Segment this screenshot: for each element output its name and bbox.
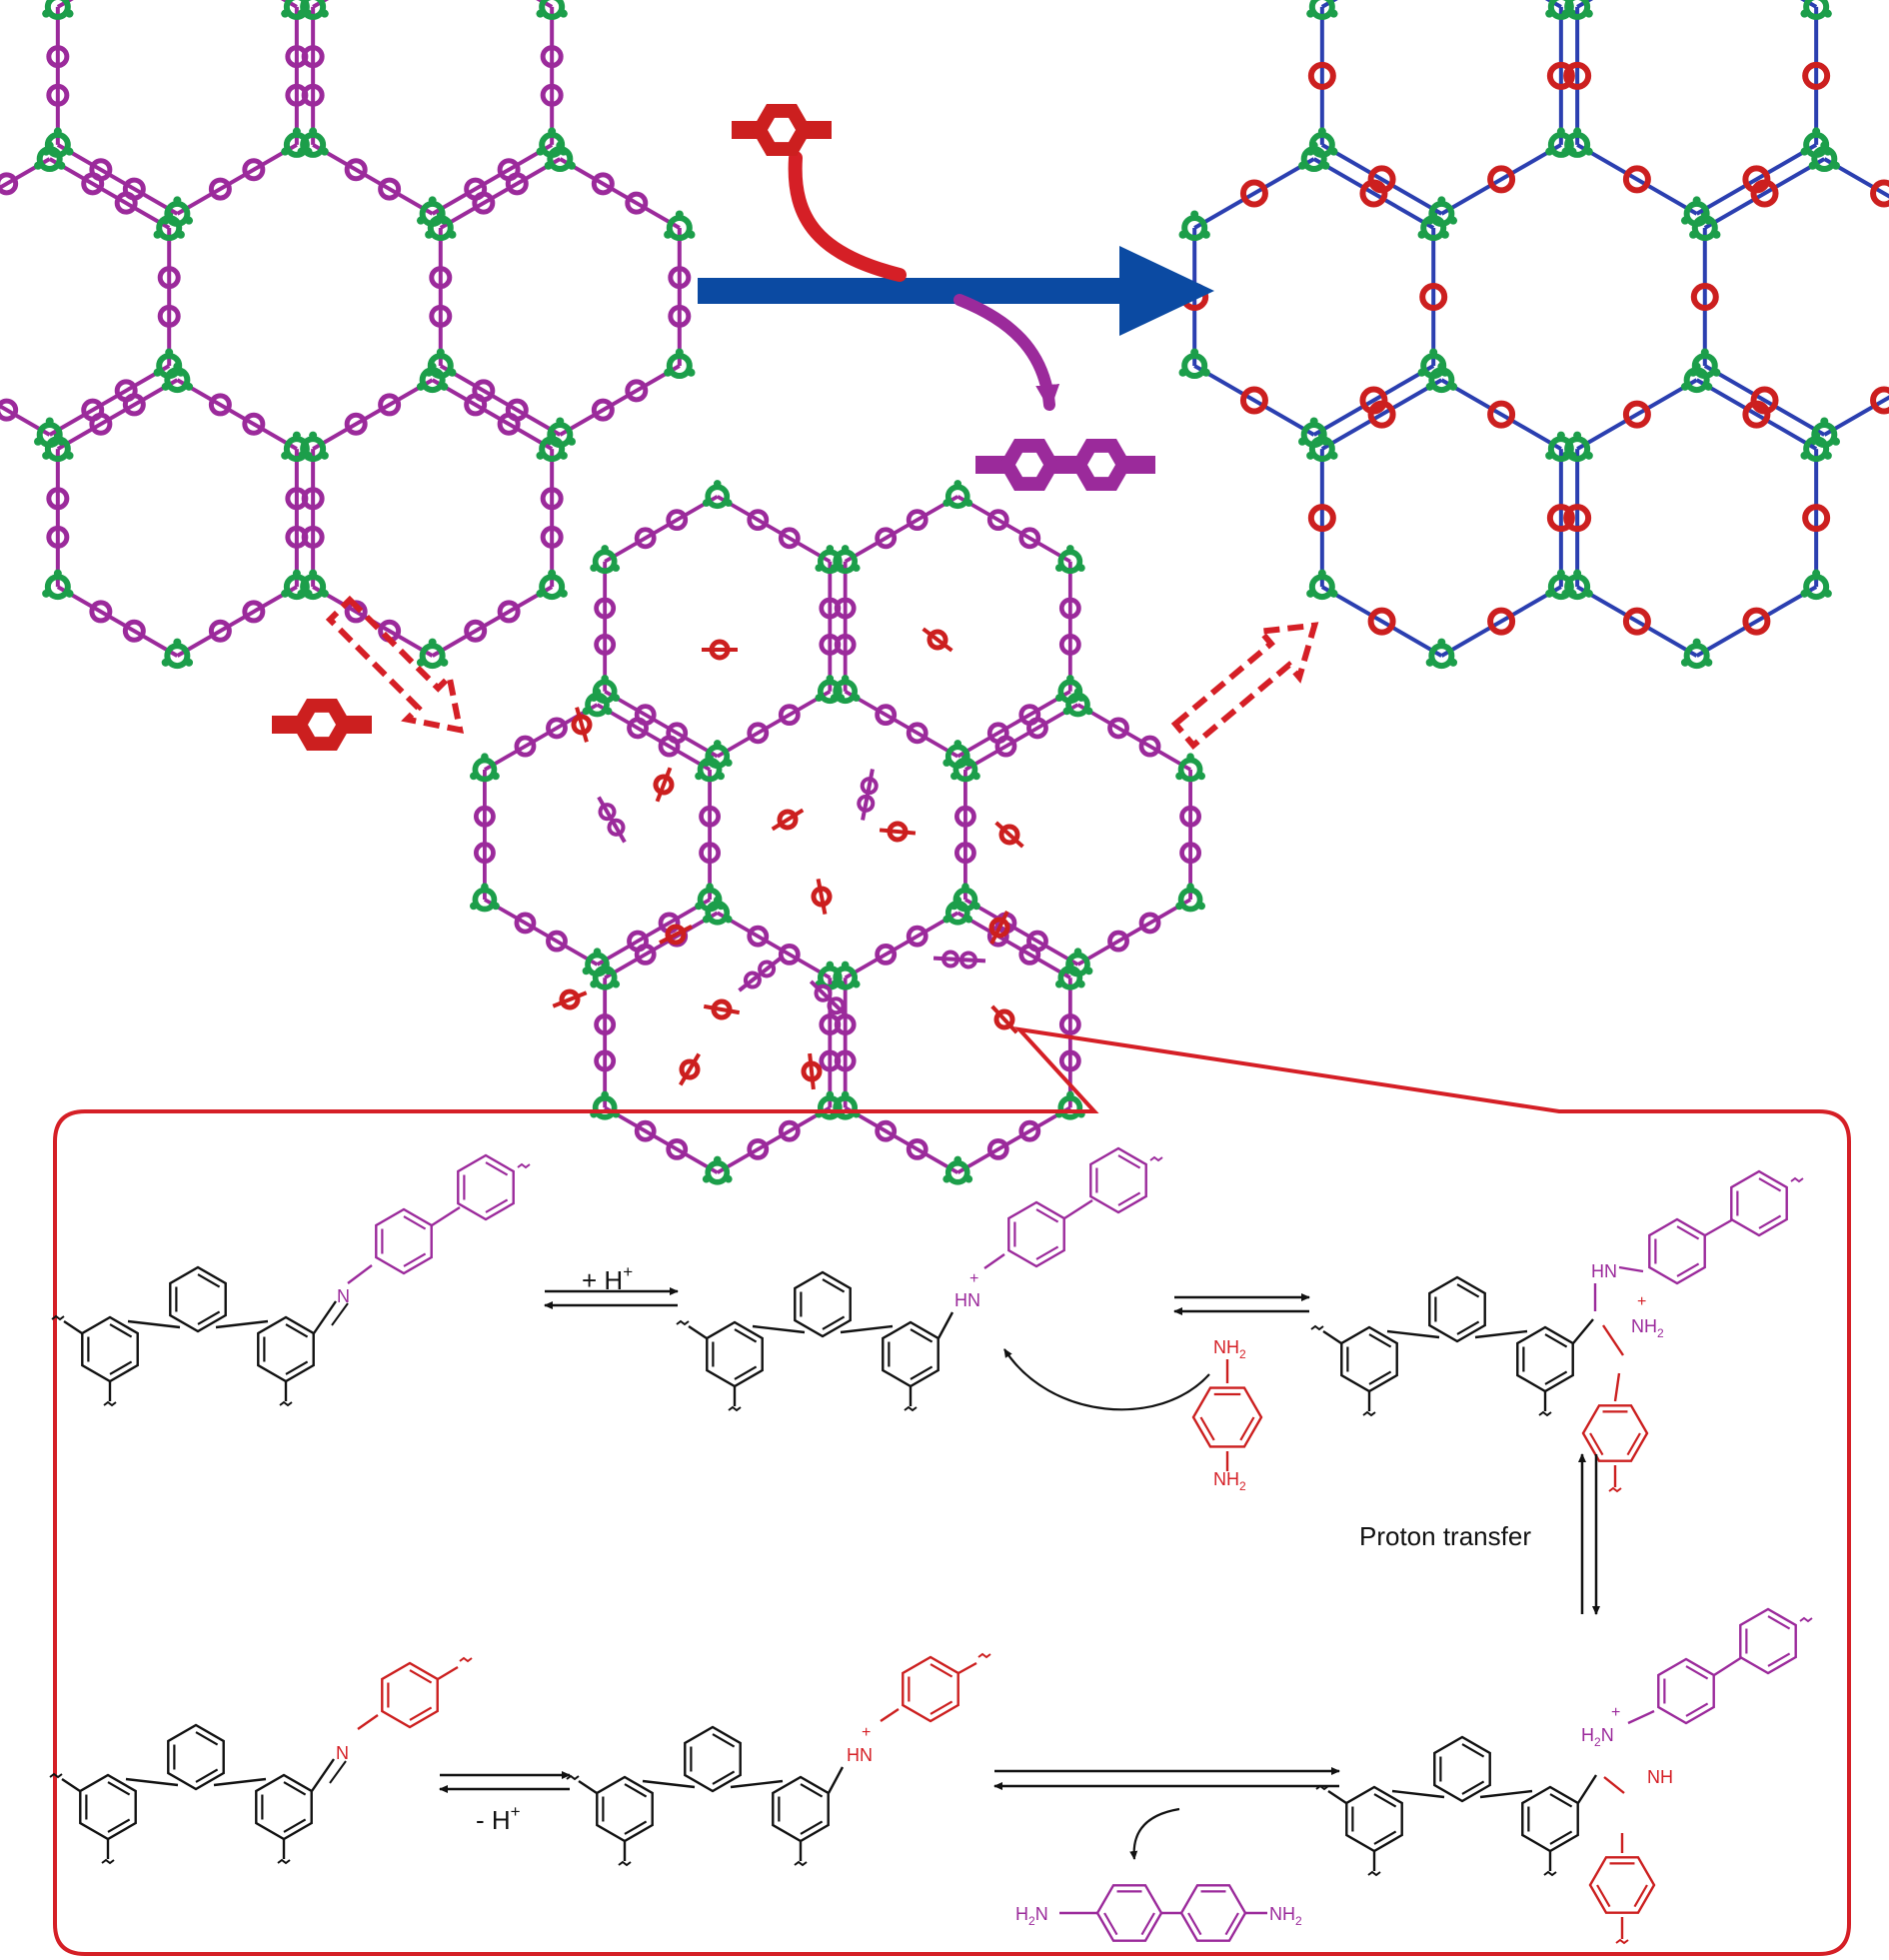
molecule-imine-start <box>51 1162 531 1407</box>
byproduct-h2n: H2N <box>1015 1904 1048 1928</box>
parent-cof-framework <box>0 0 696 670</box>
imine-n-6: N <box>336 1743 349 1763</box>
main-reaction-arrow <box>698 246 1214 336</box>
outgoing-linker-curve <box>953 294 1060 411</box>
aminal-plus-3: + <box>1637 1293 1646 1310</box>
molecule-imine-exchanged <box>49 1656 473 1865</box>
mechanism-callout-frame <box>53 1026 1851 1956</box>
chem-labels: N HN + NH2 NH2 HN NH2 + H2N + NH HN + N … <box>336 1261 1673 1928</box>
iminium-hn-2: HN <box>954 1290 980 1310</box>
aminal-nh-4: NH <box>1647 1767 1673 1787</box>
iminium-plus-5: + <box>862 1724 871 1741</box>
mechanism-molecules <box>49 1146 1813 1945</box>
molecule-phenylenediamine <box>1191 1359 1263 1471</box>
equilibrium-arrow-2 <box>1173 1293 1310 1315</box>
molecule-aminal-protonated <box>1310 1169 1804 1493</box>
byproduct-nh2: NH2 <box>1269 1904 1302 1928</box>
exchanged-cof-framework <box>1178 0 1889 670</box>
biphenyl-diamine-icon <box>975 439 1155 491</box>
diamine-nh2-top: NH2 <box>1213 1337 1246 1361</box>
aminal-plus-4: + <box>1611 1704 1620 1721</box>
molecule-benzidine-byproduct <box>1059 1884 1267 1942</box>
equilibrium-arrow-1 <box>544 1287 679 1309</box>
aminal-h2n-4: H2N <box>1581 1725 1614 1749</box>
elimination-arrow <box>1129 1807 1180 1860</box>
nucleophilic-attack-arrow <box>1003 1348 1210 1411</box>
molecule-aminal-transferred <box>1315 1607 1813 1945</box>
aminal-hn-3: HN <box>1591 1261 1617 1281</box>
protonation-label: + H+ <box>582 1262 633 1295</box>
dashed-arrow-up <box>1170 622 1319 750</box>
benzene-diamine-icon <box>732 104 832 156</box>
imine-n-1: N <box>337 1286 350 1306</box>
equilibrium-arrow-proton-transfer <box>1578 1453 1600 1615</box>
iminium-hn-5: HN <box>847 1745 873 1765</box>
equilibrium-arrow-4 <box>993 1767 1340 1790</box>
iminium-plus-2: + <box>969 1270 978 1287</box>
dashed-arrow-down <box>325 595 465 735</box>
proton-transfer-label: Proton transfer <box>1359 1521 1531 1551</box>
diamine-nh2-bottom: NH2 <box>1213 1469 1246 1493</box>
molecule-iminium <box>676 1146 1163 1412</box>
aminal-nh2-3: NH2 <box>1631 1316 1664 1340</box>
benzene-diamine-icon <box>272 699 372 751</box>
deprotonation-label: - H+ <box>476 1802 521 1835</box>
equilibrium-arrow-3 <box>439 1771 571 1793</box>
intermediate-cof-framework <box>470 480 1205 1185</box>
incoming-linker-curve <box>788 151 907 282</box>
molecule-iminium-exchanged <box>566 1652 991 1867</box>
